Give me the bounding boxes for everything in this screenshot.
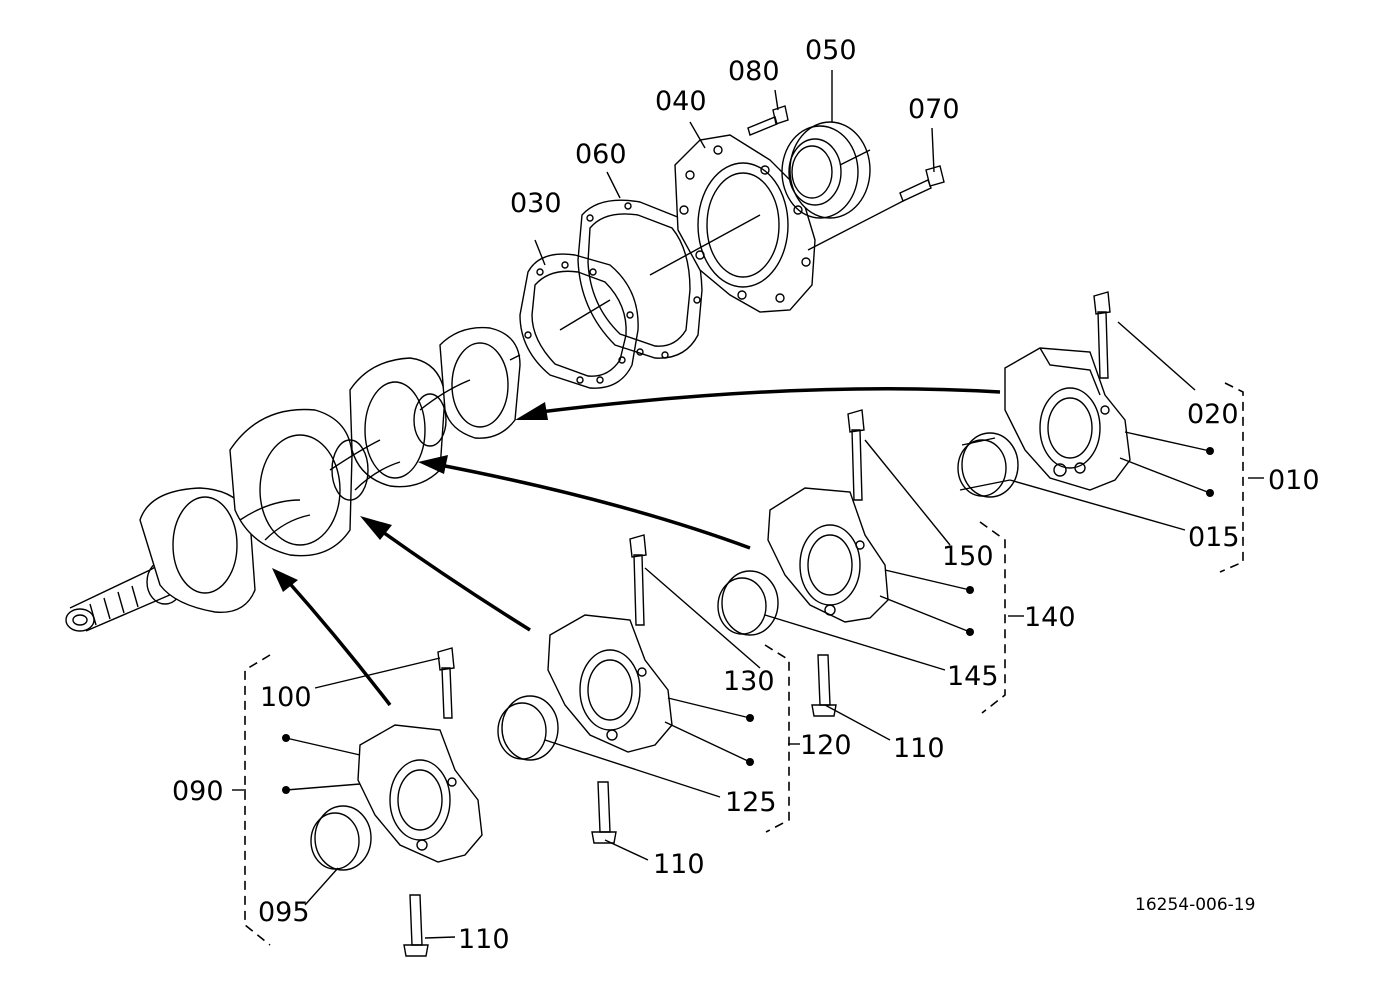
bolt-130	[629, 534, 647, 626]
label-110-b: 110	[893, 733, 945, 764]
label-010: 010	[1268, 465, 1320, 496]
label-125: 125	[725, 787, 777, 818]
bearing-125	[497, 695, 559, 761]
assembly-arrows	[272, 386, 1001, 707]
bearing-015	[957, 432, 1019, 498]
label-120: 120	[800, 730, 852, 761]
bolt-080	[747, 105, 789, 136]
bearing-case-120	[547, 614, 673, 753]
bolt-150	[847, 409, 865, 501]
label-150: 150	[942, 541, 994, 572]
label-095: 095	[258, 897, 310, 928]
part-labels: 050 080 040 070 060 030 020 010 015 150 …	[172, 35, 1320, 955]
label-140: 140	[1024, 602, 1076, 633]
label-090: 090	[172, 776, 224, 807]
label-060: 060	[575, 139, 627, 170]
bolt-110-a	[403, 894, 429, 957]
reference-code: 16254-006-19	[1135, 895, 1255, 915]
bolt-110-b	[811, 654, 837, 717]
group-brackets	[244, 382, 1244, 946]
label-030: 030	[510, 188, 562, 219]
label-110-a: 110	[458, 924, 510, 955]
label-015: 015	[1188, 522, 1240, 553]
bearing-case-090	[357, 724, 483, 863]
bolt-070	[899, 165, 945, 202]
reference-dots	[282, 447, 1214, 794]
oil-seal-050	[781, 121, 871, 219]
label-040: 040	[655, 86, 707, 117]
bolt-100	[437, 647, 455, 719]
label-020: 020	[1187, 399, 1239, 430]
bearing-145	[717, 570, 779, 636]
bolt-020	[1093, 291, 1111, 379]
bearing-095	[310, 805, 372, 871]
label-130: 130	[723, 666, 775, 697]
label-080: 080	[728, 56, 780, 87]
crankshaft	[65, 326, 521, 632]
label-100: 100	[260, 682, 312, 713]
label-070: 070	[908, 94, 960, 125]
bearing-case-140	[767, 487, 889, 623]
label-050: 050	[805, 35, 857, 66]
label-145: 145	[947, 661, 999, 692]
bolt-110-c	[591, 781, 617, 844]
bearing-case-010	[1004, 347, 1131, 491]
label-110-c: 110	[653, 849, 705, 880]
gasket-030	[519, 253, 639, 389]
leader-lines	[232, 70, 1264, 939]
